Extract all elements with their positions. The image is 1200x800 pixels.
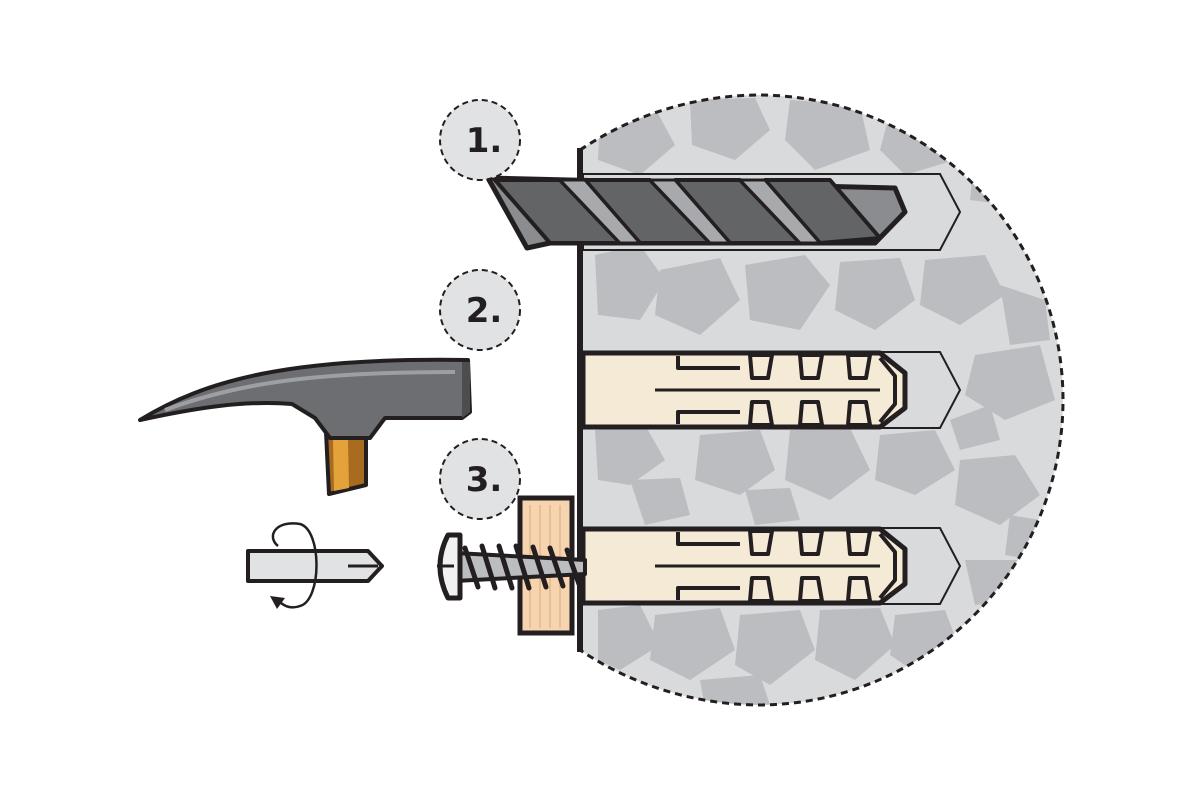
wall-section-boundary [579,93,1065,707]
step-badge-2: 2. [439,269,521,351]
step-label-3: 3. [466,460,503,500]
drill-bit-icon [485,175,908,251]
step-badge-3: 3. [439,438,521,520]
wall-plug-with-screw-icon [580,526,908,606]
screwdriver-rotate-icon [246,522,384,609]
step-label-2: 2. [466,291,503,331]
hammer-icon [138,357,472,496]
wall-plug-icon [580,350,908,430]
step-label-1: 1. [466,121,503,161]
step-badge-1: 1. [439,99,521,181]
screw-icon [437,532,587,601]
